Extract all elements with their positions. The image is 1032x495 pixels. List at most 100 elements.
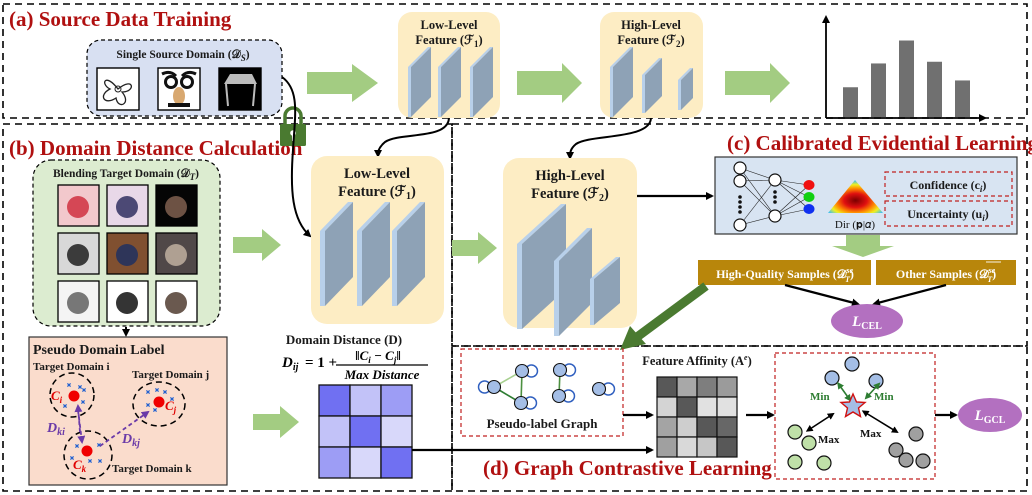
domain-distance-title: Domain Distance (D) bbox=[286, 332, 402, 347]
svg-text:= 1 +: = 1 + bbox=[305, 355, 337, 371]
feature-map-plate bbox=[357, 202, 390, 306]
affinity-matrix-cell bbox=[696, 396, 718, 418]
feature-transfer-curve bbox=[374, 117, 450, 158]
feature-map-plate bbox=[554, 228, 592, 336]
feature-transfer-curve bbox=[566, 117, 652, 160]
distance-matrix-cell bbox=[380, 384, 413, 417]
distance-matrix-cell bbox=[318, 384, 351, 417]
section-c-title: (c) Calibrated Evidential Learning bbox=[727, 131, 1032, 155]
affinity-matrix-cell bbox=[696, 376, 718, 398]
dirichlet-label: Dir (𝐩|𝛼) bbox=[835, 219, 875, 231]
anchor-star-icon bbox=[839, 392, 867, 418]
feature-map-plate bbox=[438, 47, 461, 117]
distance-matrix-cell bbox=[349, 415, 382, 448]
feature-label: High-Level bbox=[621, 18, 681, 32]
prediction-histogram bbox=[822, 15, 987, 122]
centroid-k-label: Ck bbox=[73, 457, 87, 474]
sample-point bbox=[145, 402, 151, 408]
high-quality-to-graph-arrow bbox=[620, 282, 709, 350]
graph-node bbox=[591, 381, 616, 397]
target-image-red-fan bbox=[57, 184, 100, 227]
sample-point bbox=[81, 387, 87, 393]
max-label: Max bbox=[860, 428, 882, 440]
graph-node bbox=[552, 362, 577, 378]
uncertainty-label: Uncertainty (ui) bbox=[907, 207, 989, 223]
target-domain-label: Blending Target Domain (𝒟T) bbox=[53, 167, 199, 182]
domain-distance-formula: Dij = 1 + ‖Ci − Cj‖ Max Distance bbox=[281, 348, 428, 382]
other-samples-box bbox=[876, 260, 1016, 285]
feature-label: High-Level bbox=[535, 168, 604, 184]
histogram-bar bbox=[927, 61, 942, 117]
uncertainty-box bbox=[884, 200, 1013, 227]
frozen-connection bbox=[281, 76, 312, 238]
pseudo-domain-label-box: Pseudo Domain Label Target Domain i Targ… bbox=[28, 336, 228, 486]
affinity-matrix-cell bbox=[696, 436, 718, 458]
sample-point bbox=[169, 396, 175, 402]
graph-node bbox=[513, 395, 538, 411]
feature-label: Low-Level bbox=[344, 166, 410, 182]
flow-arrow bbox=[233, 229, 281, 261]
cel-loss-label: LCEL bbox=[851, 314, 882, 332]
target-image-animal-figures bbox=[155, 184, 198, 227]
source-domain-label: Single Source Domain (𝒟S) bbox=[116, 48, 249, 63]
confidence-box bbox=[884, 171, 1013, 197]
feature-label: Feature (ℱ2) bbox=[617, 33, 684, 49]
high-level-feature-a: High-Level Feature (ℱ2) bbox=[600, 12, 703, 118]
affinity-matrix-cell bbox=[716, 436, 738, 458]
min-label: Min bbox=[810, 391, 830, 403]
feature-map-plate bbox=[642, 58, 662, 113]
negative-node bbox=[915, 453, 931, 469]
graph-node bbox=[551, 388, 576, 404]
target-image-desk-fan bbox=[57, 232, 100, 275]
contrastive-box: Min Min Max Max bbox=[774, 352, 936, 480]
high-level-feature-b: High-Level Feature (ℱ2) bbox=[503, 158, 637, 336]
distance-matrix-cell bbox=[318, 415, 351, 448]
sample-point bbox=[162, 389, 168, 395]
low-level-feature-a: Low-Level Feature (ℱ1) bbox=[398, 12, 500, 118]
section-d-title: (d) Graph Contrastive Learning bbox=[483, 456, 772, 480]
pseudo-label-graph-label: Pseudo-label Graph bbox=[487, 416, 599, 431]
histogram-bar bbox=[843, 87, 858, 117]
graph-node bbox=[514, 363, 539, 379]
distance-kj-arrow bbox=[99, 410, 150, 447]
target-domain-j-label: Target Domain j bbox=[132, 369, 209, 381]
flow-arrow bbox=[832, 235, 894, 257]
to-cel-loss-arrow bbox=[872, 283, 947, 307]
low-level-feature-b: Low-Level Feature (ℱ1) bbox=[311, 156, 444, 324]
feature-label: Feature (ℱ2) bbox=[531, 186, 609, 204]
feature-map-plate bbox=[408, 47, 431, 117]
cel-loss-node bbox=[831, 304, 903, 338]
source-image-fan-sketch bbox=[96, 67, 140, 111]
svg-text:Max Distance: Max Distance bbox=[344, 367, 420, 382]
affinity-matrix-cell bbox=[656, 436, 678, 458]
target-domain-box: Blending Target Domain (𝒟T) bbox=[32, 159, 221, 327]
positive-node bbox=[868, 373, 884, 389]
affinity-matrix-cell bbox=[656, 396, 678, 418]
distance-matrix-cell bbox=[349, 384, 382, 417]
affinity-matrix-cell bbox=[676, 436, 698, 458]
distance-kj-label: Dkj bbox=[121, 432, 140, 449]
distance-ki-label: Dki bbox=[46, 421, 65, 438]
section-c-border bbox=[451, 123, 1028, 347]
negative-node bbox=[816, 455, 832, 471]
flow-arrow bbox=[452, 232, 497, 264]
section-a-border bbox=[2, 3, 1028, 119]
source-domain-box: Single Source Domain (𝒟S) bbox=[86, 39, 283, 117]
affinity-matrix-cell bbox=[716, 416, 738, 438]
histogram-bar bbox=[871, 63, 886, 117]
sample-point bbox=[77, 384, 83, 390]
feature-map-plate bbox=[470, 47, 493, 117]
pseudo-label-graph-box: Pseudo-label Graph bbox=[460, 348, 624, 437]
lock-icon bbox=[280, 106, 306, 146]
sample-point bbox=[80, 399, 86, 405]
affinity-matrix-cell bbox=[656, 416, 678, 438]
target-domain-i-label: Target Domain i bbox=[33, 361, 110, 373]
distance-ki-arrow bbox=[77, 409, 86, 444]
svg-text:‖Ci − Cj‖: ‖Ci − Cj‖ bbox=[355, 348, 401, 365]
negative-node bbox=[801, 435, 817, 451]
feature-map-plate bbox=[590, 257, 620, 325]
feature-map-plate bbox=[320, 202, 353, 306]
high-quality-samples-box bbox=[698, 260, 871, 285]
target-image-sunglasses bbox=[106, 280, 149, 323]
affinity-matrix-cell bbox=[676, 376, 698, 398]
